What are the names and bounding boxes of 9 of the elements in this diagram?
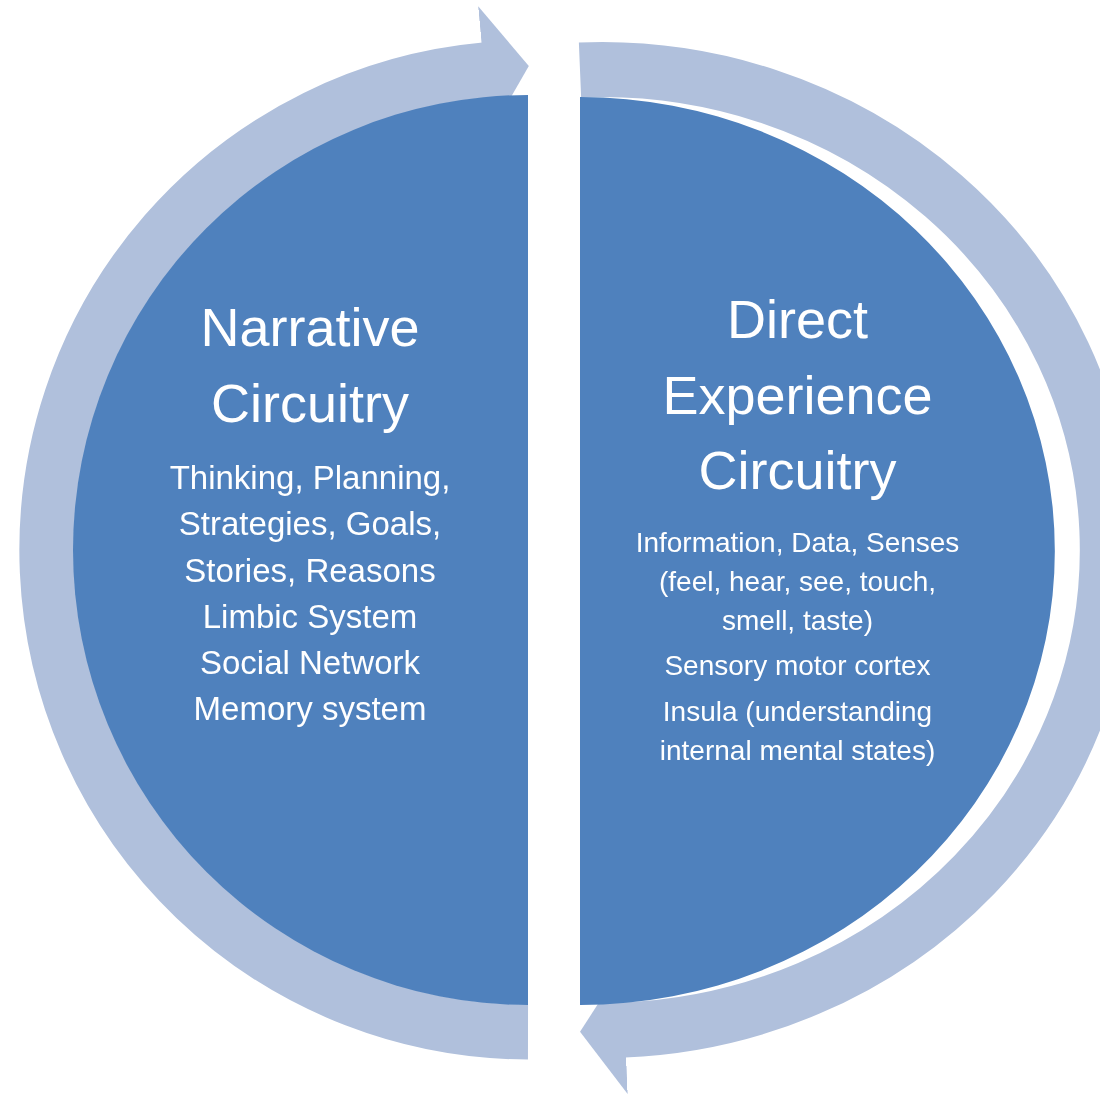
description-text: Information, Data, Senses (feel, hear, see, touch, smell, taste)	[634, 525, 961, 639]
description-text: Sensory motor cortex	[663, 649, 932, 684]
section-heading: Direct Experience Circuitry	[661, 288, 934, 503]
description-text: Limbic System	[201, 596, 419, 637]
description-text: Insula (understanding internal mental states)	[658, 694, 937, 768]
description-text: Thinking, Planning, Strategies, Goals, Stories, Reasons	[168, 458, 452, 591]
description-text: Memory system	[192, 689, 428, 730]
description-text: Social Network	[198, 642, 422, 683]
section-heading: Narrative Circuitry	[199, 296, 421, 435]
